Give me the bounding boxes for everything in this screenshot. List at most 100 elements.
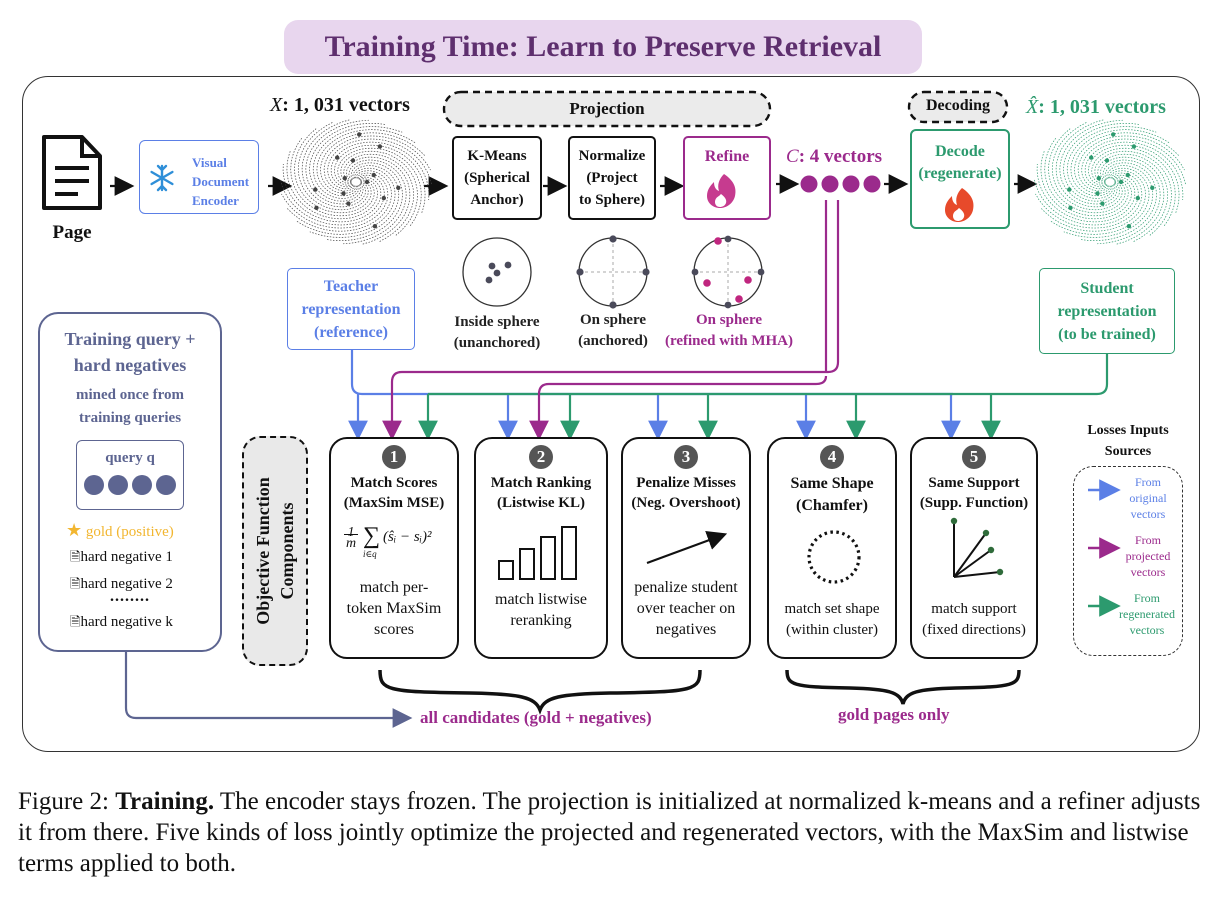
component-number: 1 bbox=[382, 445, 406, 469]
swirl-line bbox=[1051, 121, 1123, 211]
hard-negative-2: 🗎hard negative 2 bbox=[70, 576, 173, 592]
component-title: Match Scores(MaxSim MSE) bbox=[343, 475, 445, 511]
component-match-scores: 1 Match Scores(MaxSim MSE) 1 m ∑ i∈q (ŝᵢ… bbox=[329, 437, 459, 659]
brace-all-candidates bbox=[378, 669, 702, 715]
swirl-line bbox=[296, 167, 396, 235]
query-dots bbox=[77, 475, 183, 495]
swirl-point bbox=[1104, 158, 1110, 163]
sphere-refined-icon bbox=[691, 235, 765, 309]
query-dot bbox=[156, 475, 176, 495]
flame-icon-decode bbox=[945, 188, 974, 222]
swirl-point bbox=[314, 205, 319, 210]
swirl-line bbox=[343, 153, 415, 243]
swirl-line bbox=[1063, 165, 1154, 238]
swirl-point bbox=[1131, 144, 1137, 149]
swirl-line bbox=[1084, 141, 1184, 201]
component-penalize-misses: 3 Penalize Misses(Neg. Overshoot) penali… bbox=[621, 437, 751, 659]
file-icon: 🗎 bbox=[70, 576, 81, 591]
query-panel-title: Training query +hard negatives bbox=[64, 329, 196, 375]
swirl-line bbox=[1094, 150, 1172, 236]
swirl-point bbox=[1111, 132, 1116, 137]
vector-cloud-regenerated bbox=[1033, 119, 1187, 245]
swirl-line bbox=[325, 162, 403, 242]
c-vector-dots bbox=[800, 175, 881, 193]
component-title: Same Shape(Chamfer) bbox=[790, 475, 874, 514]
component-same-shape: 4 Same Shape(Chamfer) match set shape(wi… bbox=[767, 437, 897, 659]
swirl-line bbox=[1077, 135, 1185, 192]
swirl-point bbox=[1095, 191, 1100, 196]
hard-negative-1: 🗎hard negative 1 bbox=[70, 549, 173, 565]
component-number: 4 bbox=[820, 445, 844, 469]
route-query bbox=[124, 652, 413, 728]
swirl-point bbox=[381, 195, 386, 201]
swirl-line bbox=[323, 135, 431, 192]
legend-box bbox=[1073, 466, 1183, 656]
formula-icon: 1 m ∑ i∈q (ŝᵢ − sᵢ)² bbox=[344, 523, 432, 559]
file-icon: 🗎 bbox=[70, 549, 81, 564]
encoder-box bbox=[139, 140, 259, 214]
swirl-line bbox=[1088, 144, 1180, 215]
refine-box: Refine bbox=[683, 136, 771, 220]
projection-label: Projection bbox=[569, 99, 645, 118]
swirl-line bbox=[1100, 156, 1165, 245]
sphere-anchored-icon bbox=[576, 235, 650, 309]
document-icon bbox=[42, 135, 102, 210]
brace-all-label: all candidates (gold + negatives) bbox=[420, 708, 652, 727]
query-dot bbox=[108, 475, 128, 495]
swirl-line bbox=[327, 138, 433, 190]
swirl-point bbox=[364, 179, 370, 185]
decoding-label: Decoding bbox=[926, 97, 990, 114]
component-match-ranking: 2 Match Ranking(Listwise KL) match listw… bbox=[474, 437, 608, 659]
swirl-point bbox=[1096, 176, 1102, 181]
diagram-frame bbox=[22, 76, 1200, 752]
overshoot-arrow-icon bbox=[646, 531, 728, 565]
swirl-line bbox=[1035, 172, 1143, 229]
swirl-point bbox=[377, 144, 383, 149]
sphere-anchored-label: On sphere(anchored) bbox=[578, 312, 648, 349]
swirl-line bbox=[301, 119, 366, 208]
swirl-point bbox=[1126, 224, 1132, 229]
component-number: 3 bbox=[674, 445, 698, 469]
brace-gold-label: gold pages only bbox=[838, 705, 950, 724]
swirl-line bbox=[320, 132, 426, 194]
swirl-point bbox=[1100, 201, 1105, 206]
swirl-line bbox=[334, 144, 426, 215]
swirl-point bbox=[335, 155, 340, 160]
swirl-line bbox=[1040, 170, 1146, 232]
swirl-point bbox=[313, 187, 318, 192]
swirl-point bbox=[1135, 195, 1141, 201]
c-vectors-label: C: 4 vectors bbox=[786, 146, 883, 167]
swirl-point bbox=[1067, 187, 1072, 192]
route-student bbox=[418, 354, 1109, 441]
swirl-line bbox=[309, 165, 400, 238]
swirl-line bbox=[1048, 128, 1126, 214]
swirl-line bbox=[1033, 174, 1139, 226]
swirl-line bbox=[1036, 163, 1136, 223]
swirl-point bbox=[1125, 172, 1131, 178]
star-icon: ★ bbox=[66, 520, 83, 540]
dotted-circle-icon bbox=[807, 530, 861, 584]
swirl-point bbox=[372, 224, 378, 229]
swirl-line bbox=[340, 150, 418, 236]
swirl-line bbox=[330, 141, 430, 201]
swirl-point bbox=[350, 158, 356, 163]
swirl-line bbox=[343, 159, 407, 245]
snowflake-icon bbox=[150, 164, 174, 192]
swirl-line bbox=[312, 126, 403, 199]
swirl-point bbox=[1068, 205, 1073, 210]
negatives-ellipsis: ........ bbox=[110, 588, 150, 605]
component-title: Same Support(Supp. Function) bbox=[919, 475, 1029, 511]
brace-gold-pages bbox=[785, 669, 1021, 705]
swirl-line bbox=[316, 129, 416, 197]
figure-caption: Figure 2: Training. The encoder stays fr… bbox=[18, 788, 1201, 877]
swirl-line bbox=[286, 149, 378, 220]
swirl-line bbox=[282, 163, 382, 223]
swirl-line bbox=[1040, 149, 1132, 220]
swirl-line bbox=[1079, 162, 1157, 242]
